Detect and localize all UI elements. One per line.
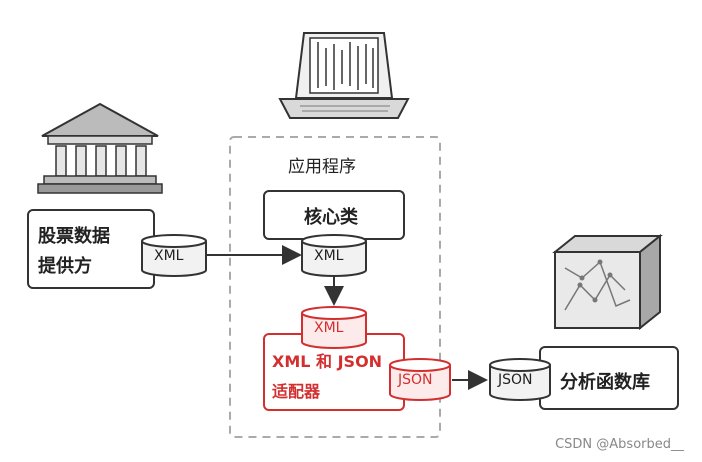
db-analytics-json bbox=[489, 358, 551, 401]
db-adapter-json-label: JSON bbox=[398, 372, 433, 388]
laptop-icon bbox=[278, 32, 410, 119]
adapter-label-line-1: XML 和 JSON bbox=[272, 352, 383, 371]
app-container-title: 应用程序 bbox=[288, 157, 356, 177]
db-adapter-json bbox=[389, 358, 451, 401]
bank-icon bbox=[37, 102, 163, 194]
analytics-cube-icon bbox=[552, 233, 663, 331]
db-adapter-xml bbox=[301, 306, 367, 349]
app-container bbox=[229, 136, 441, 438]
db-provider-xml-label: XML bbox=[154, 248, 184, 264]
core-class-label: 核心类 bbox=[304, 207, 358, 228]
analytics-library-label: 分析函数库 bbox=[560, 372, 650, 393]
db-core-xml-label: XML bbox=[314, 248, 344, 264]
stock-provider-line-2: 提供方 bbox=[38, 256, 92, 277]
adapter-label-line-2: 适配器 bbox=[272, 382, 321, 401]
db-core-xml bbox=[301, 234, 367, 277]
watermark: CSDN @Absorbed__ bbox=[555, 437, 684, 452]
db-adapter-xml-label: XML bbox=[314, 320, 344, 336]
db-analytics-json-label: JSON bbox=[498, 372, 533, 388]
stock-provider-line-1: 股票数据 bbox=[38, 226, 110, 247]
db-provider-xml bbox=[141, 234, 207, 277]
